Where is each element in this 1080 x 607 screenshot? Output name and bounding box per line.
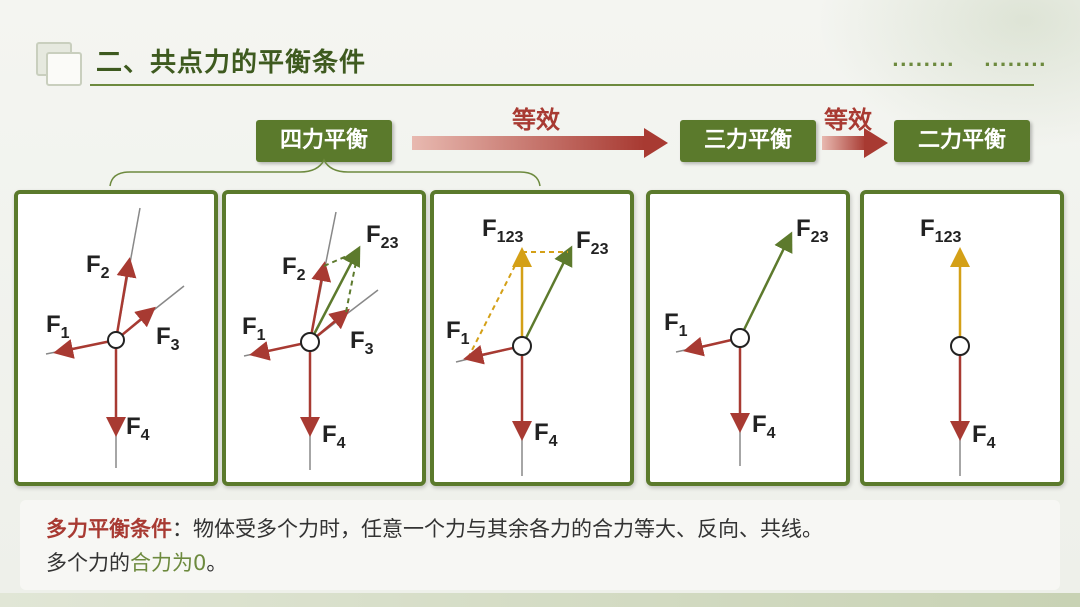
label-f1: F1 (446, 317, 470, 348)
equiv-label-1: 等效 (512, 106, 560, 134)
title-underline (90, 84, 1034, 86)
panel-four-force-combined (222, 190, 426, 486)
label-f4: F4 (322, 421, 346, 452)
label-f2: F2 (282, 253, 306, 284)
equiv-arrow-2 (822, 128, 888, 158)
equiv-arrow-1 (412, 128, 668, 158)
label-f123: F123 (482, 215, 523, 246)
condition-text: 多力平衡条件：物体受多个力时，任意一个力与其余各力的合力等大、反向、共线。 多个… (46, 517, 823, 575)
diagram-3: F123 F23 F1 F4 (446, 215, 609, 476)
label-f23: F23 (796, 215, 829, 246)
condition-term: 多力平衡条件 (46, 517, 172, 541)
diagram-5: F123 F4 (920, 215, 996, 476)
dots-left: ........ (892, 50, 955, 71)
condition-body: 物体受多个力时，任意一个力与其余各力的合力等大、反向、共线。 (193, 517, 823, 541)
diagram-4: F23 F1 F4 (664, 215, 829, 466)
label-f4: F4 (752, 411, 776, 442)
label-f1: F1 (664, 309, 688, 340)
label-f4: F4 (972, 421, 996, 452)
panel-four-force-f123 (430, 190, 634, 486)
bottom-bar (0, 593, 1080, 607)
label-f3: F3 (156, 323, 180, 354)
diagram-1: F2 F1 F3 F4 (45, 207, 185, 468)
condition-box (20, 500, 1060, 590)
label-f123: F123 (920, 215, 961, 246)
label-f23: F23 (366, 221, 399, 252)
group-brace (109, 158, 541, 187)
tag-three-force: 三力平衡 (680, 120, 816, 162)
condition-line2-prefix: 多个力的 (46, 551, 130, 575)
label-f3: F3 (350, 327, 374, 358)
tag-two-force: 二力平衡 (894, 120, 1030, 162)
diagram-2: F23 F2 F1 F3 F4 (242, 211, 399, 470)
tag-four-force: 四力平衡 (256, 120, 392, 162)
section-title: 二、共点力的平衡条件 (96, 48, 367, 78)
title-icon (36, 42, 82, 86)
label-f4: F4 (126, 413, 150, 444)
label-f23: F23 (576, 227, 609, 258)
label-f4: F4 (534, 419, 558, 450)
dots-right: ........ (984, 50, 1047, 71)
label-f2: F2 (86, 251, 110, 282)
label-f1: F1 (242, 313, 266, 344)
label-f1: F1 (46, 311, 70, 342)
condition-line2-highlight: 合力为0 (130, 551, 207, 575)
